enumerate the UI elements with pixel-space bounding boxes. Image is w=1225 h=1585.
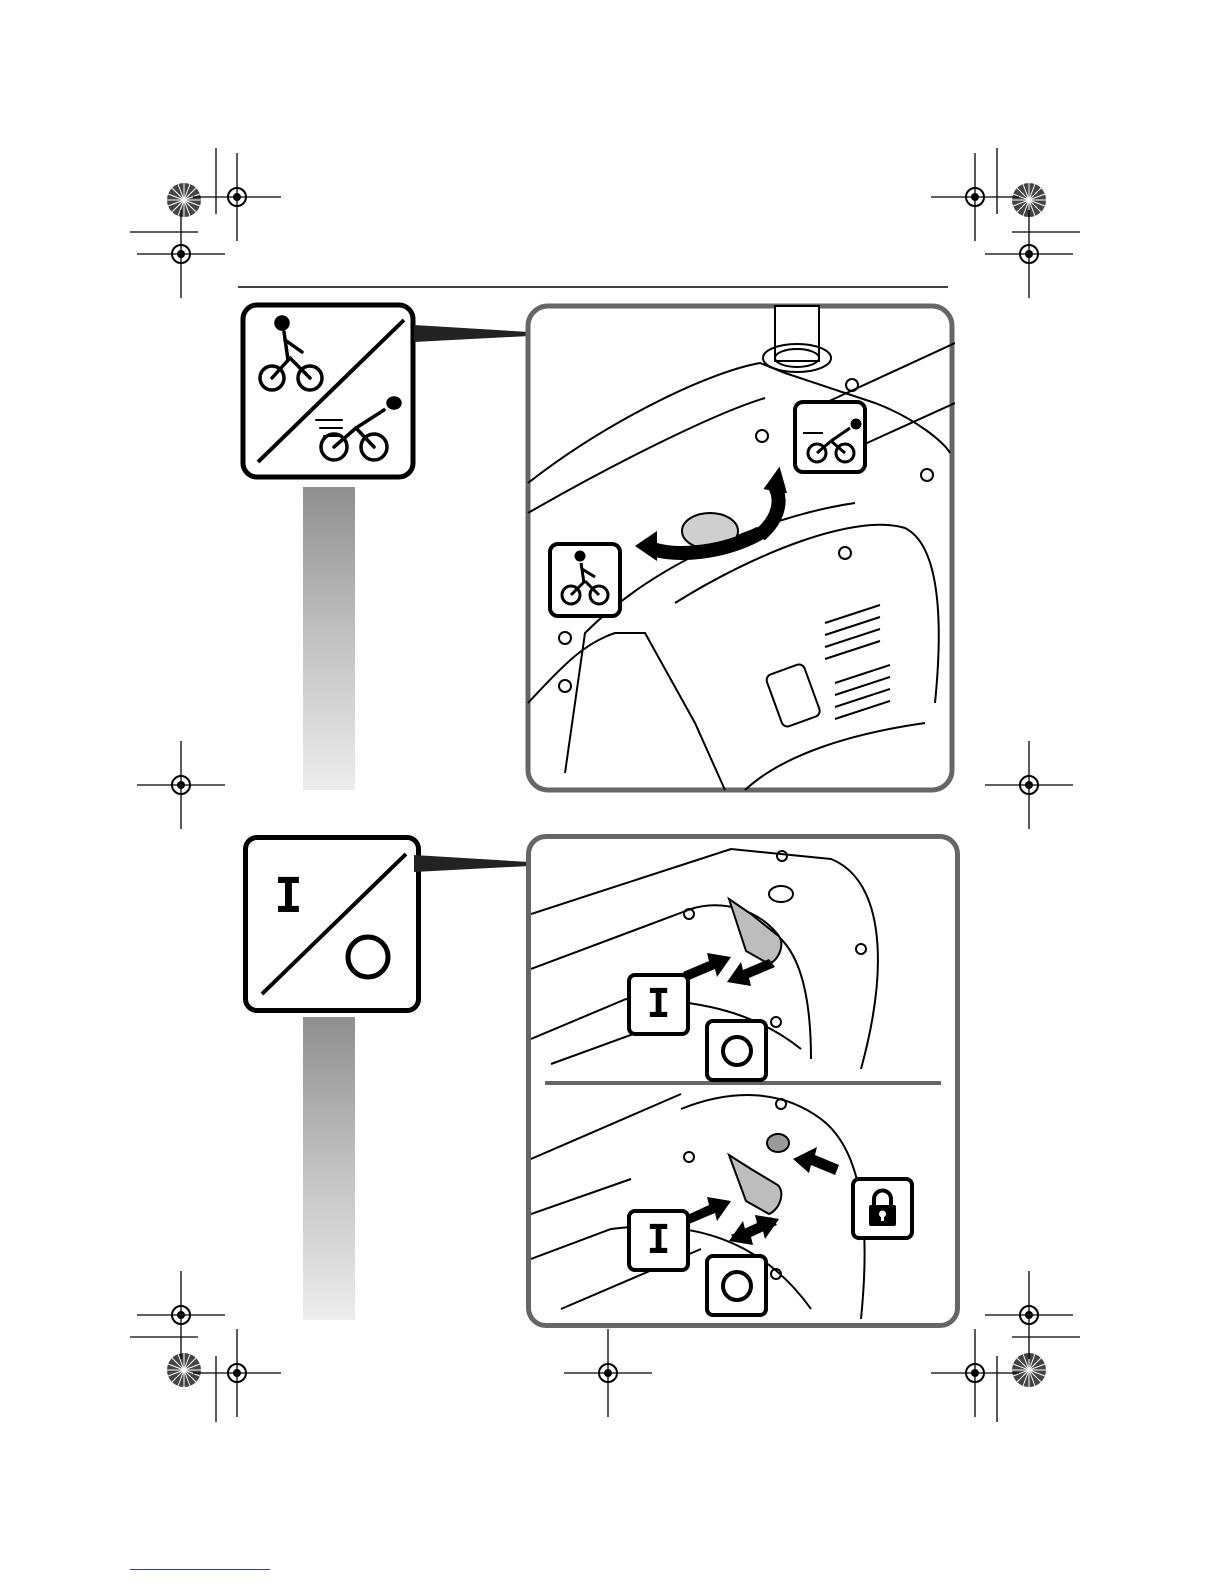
on-off-icon: I bbox=[243, 835, 421, 1013]
on-symbol: I bbox=[274, 872, 303, 920]
speed-selector-icon bbox=[238, 300, 418, 482]
registration-mark bbox=[985, 1271, 1073, 1359]
callout-leader bbox=[414, 320, 530, 350]
callout-leader bbox=[414, 850, 530, 880]
registration-mark bbox=[193, 1329, 281, 1417]
registration-mark bbox=[931, 153, 1019, 241]
registration-mark bbox=[137, 1271, 225, 1359]
on-callout: I bbox=[627, 1209, 690, 1272]
off-symbol-icon bbox=[721, 1270, 753, 1302]
registration-mark bbox=[137, 210, 225, 298]
cyclist-slow-icon bbox=[550, 544, 620, 616]
speed-selection-figure bbox=[525, 303, 955, 793]
cyclist-fast-icon bbox=[795, 402, 865, 472]
registration-mark bbox=[931, 1329, 1019, 1417]
off-callout bbox=[705, 1254, 768, 1317]
off-symbol-icon bbox=[348, 937, 388, 977]
registration-mark bbox=[985, 741, 1073, 829]
registration-mark bbox=[193, 153, 281, 241]
page-footer-rule bbox=[130, 1569, 270, 1570]
lock-callout bbox=[851, 1177, 914, 1240]
on-symbol: I bbox=[631, 981, 686, 1027]
off-symbol-icon bbox=[721, 1035, 753, 1067]
registration-mark bbox=[137, 741, 225, 829]
on-symbol: I bbox=[631, 1217, 686, 1263]
off-callout bbox=[705, 1019, 768, 1082]
star-mark-top-left bbox=[167, 183, 201, 217]
section-marker-bar bbox=[303, 487, 355, 790]
lock-icon bbox=[855, 1181, 910, 1236]
on-off-switch-figure: I I bbox=[526, 834, 960, 1328]
on-callout: I bbox=[627, 973, 690, 1036]
diagonal-divider bbox=[248, 840, 416, 1008]
registration-mark bbox=[985, 210, 1073, 298]
registration-mark bbox=[564, 1329, 652, 1417]
star-mark-bottom-left bbox=[167, 1353, 201, 1387]
section-marker-bar bbox=[303, 1017, 355, 1320]
